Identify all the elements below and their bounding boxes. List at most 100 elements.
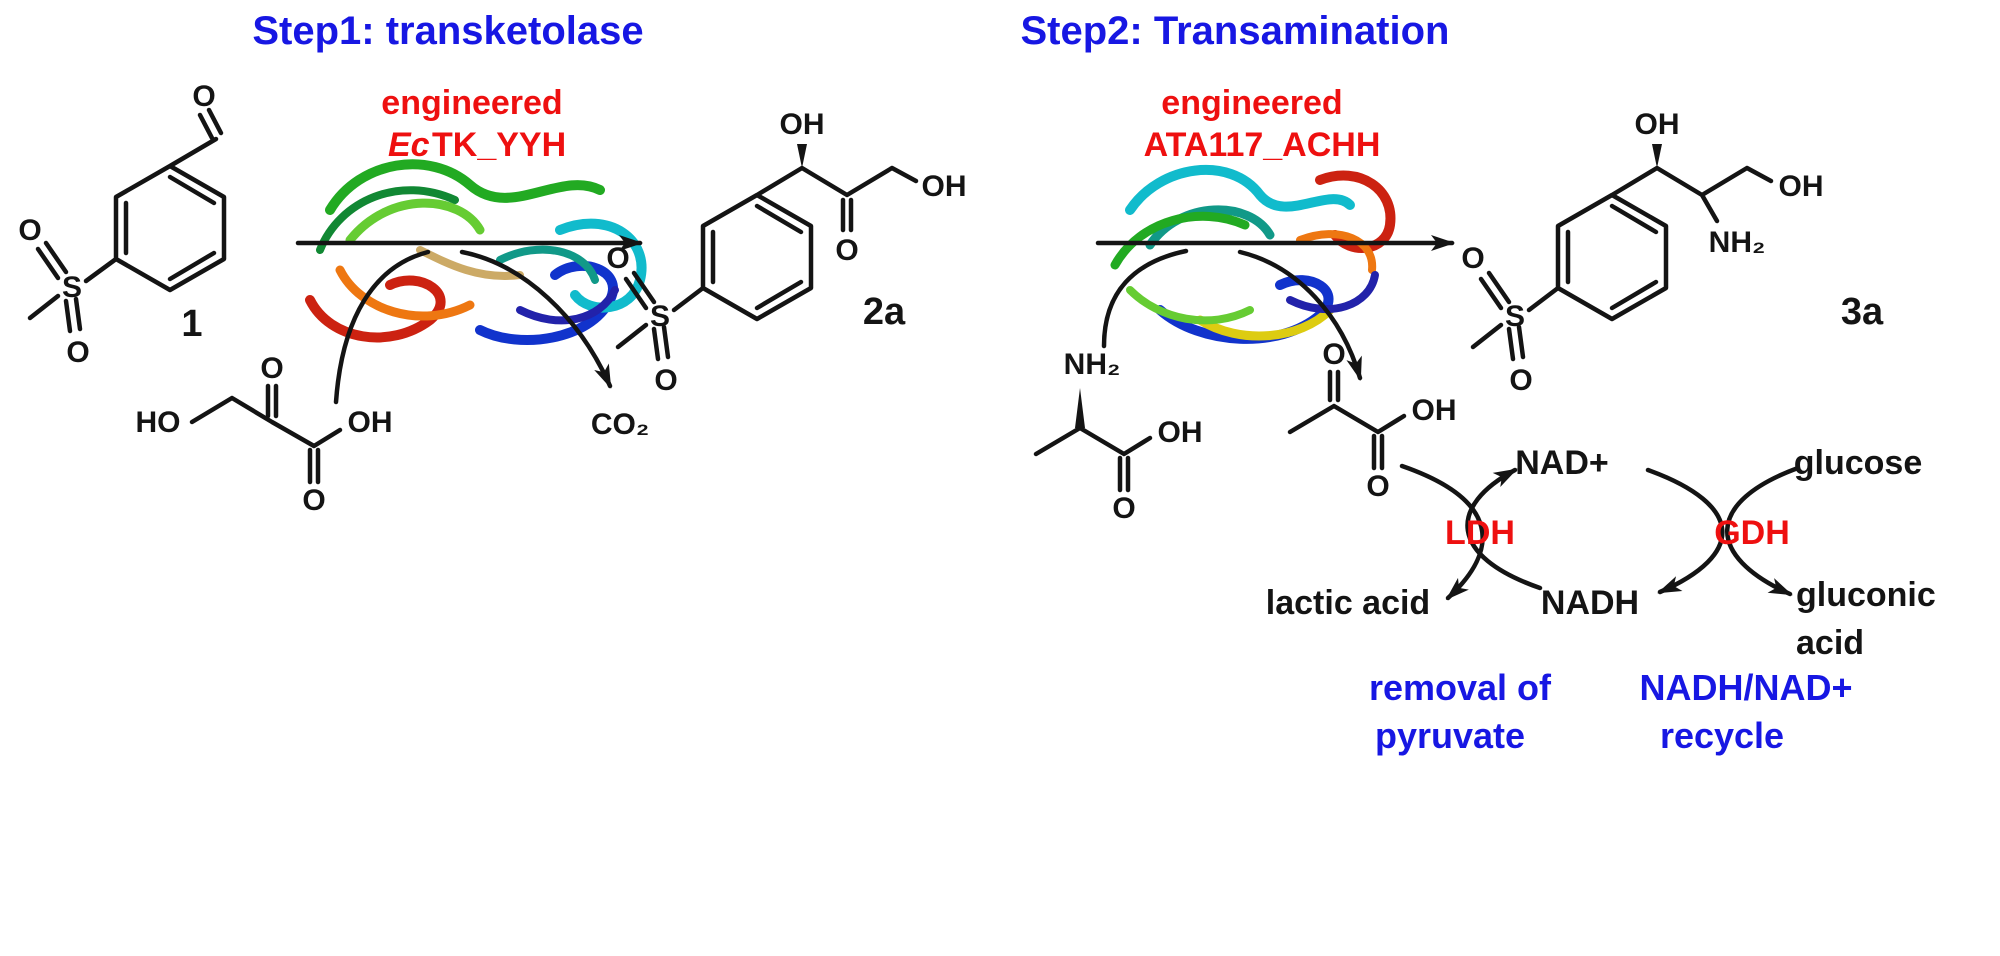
enzyme1-name: TK_YYH [432,126,566,164]
step1-arrows: CO₂ [295,235,649,441]
sulfone-oxygen-label: O [1509,364,1532,397]
ribbon-strand [316,186,459,254]
ribbon-strand [1286,271,1379,313]
ketone-oxygen-label: O [1322,338,1345,371]
ketone-oxygen-label: O [835,234,858,267]
enzyme1-engineered-label: engineered [381,84,562,122]
acid-hydroxyl-label: OH [1158,416,1203,449]
sulfur-label: S [62,271,82,304]
ribbon-strand [1296,230,1377,274]
ribbon-strand [496,245,599,284]
ribbon-strand [345,198,485,245]
gluconic-acid-label-line2: acid [1796,624,1864,662]
compound-3a-double-bonds [1478,203,1659,362]
alanine-skeleton [1033,425,1153,457]
compound-3a-label: 3a [1841,291,1884,333]
compound-2a-structure: O S O OH O OH 2a [606,108,966,397]
compound-3a-structure: O S O OH NH₂ OH 3a [1461,108,1884,397]
hydroxypyruvate-double-bonds [265,383,321,485]
byproduct-out-arrow-1 [459,249,613,389]
pyruvate-structure: O OH O [1287,338,1457,503]
compound-2a-label: 2a [863,291,906,333]
gdh-enzyme-label: GDH [1714,514,1790,552]
wedge-bond [797,144,807,168]
byproduct-out-arrow-2 [1237,249,1363,381]
alanine-double-bonds [1117,455,1131,493]
cosubstrate-in-arrow-2 [1101,248,1189,349]
sulfur-label: S [1505,300,1525,333]
nad-plus-label: NAD+ [1515,444,1609,482]
gluconic-acid-label-line1: gluconic [1796,576,1936,614]
compound-3a-skeleton [1470,165,1774,350]
hydroxypyruvate-skeleton [189,395,343,449]
recycle-note-line2: recycle [1660,715,1784,756]
alanine-structure: NH₂ OH O [1033,348,1203,525]
ldh-enzyme-label: LDH [1445,514,1515,552]
wedge-bond [1652,144,1662,168]
ribbon-strand [335,265,475,321]
glucose-label: glucose [1794,444,1922,482]
enzyme-labels: engineered Ec TK_YYH engineered ATA117_A… [381,84,1380,164]
compound-2a-skeleton [615,165,919,350]
hydroxyl-label: OH [780,108,825,141]
hydroxyl-label: OH [1779,170,1824,203]
step1-heading: Step1: transketolase [252,9,643,53]
compound-1-label: 1 [181,303,202,345]
co2-label: CO₂ [591,408,649,441]
pyruvate-double-bonds [1327,369,1385,471]
acid-hydroxyl-label: OH [1412,394,1457,427]
sulfone-oxygen-label: O [18,214,41,247]
lactic-acid-label: lactic acid [1266,584,1430,622]
hydroxyl-label: OH [922,170,967,203]
sulfur-label: S [650,300,670,333]
sulfone-oxygen-label: O [1461,242,1484,275]
nadh-label: NADH [1541,584,1639,622]
removal-note-line1: removal of [1369,667,1552,708]
nadh-to-nad-arrow [1465,467,1543,591]
compound-1-skeleton [27,136,227,321]
hydroxypyruvate-structure: HO O OH O [136,352,393,517]
amine-label: NH₂ [1064,348,1121,381]
ribbon-strand [1110,211,1250,270]
enzyme1-name-italic: Ec [388,126,430,164]
compound-1-structure: O O S O 1 [18,80,227,369]
ribbon-strand [516,286,619,325]
wedge-bond [1075,388,1085,428]
amine-label: NH₂ [1709,226,1766,259]
acid-oxygen-label: O [302,484,325,517]
ribbon-strand [325,159,605,215]
pyruvate-skeleton [1287,403,1407,435]
acid-hydroxyl-label: OH [348,406,393,439]
ketone-oxygen-label: O [260,352,283,385]
hydroxyl-label: OH [1635,108,1680,141]
hydroxyl-label: HO [136,406,181,439]
acid-oxygen-label: O [1112,492,1135,525]
removal-note-line2: pyruvate [1375,715,1525,756]
protein-ribbon-structure-1 [305,159,647,345]
sulfone-oxygen-label: O [606,242,629,275]
ribbon-strand [1126,286,1254,325]
ribbon-strand [1195,305,1335,341]
enzyme2-name: ATA117_ACHH [1144,126,1381,164]
aldehyde-oxygen-label: O [192,80,215,113]
acid-oxygen-label: O [1366,470,1389,503]
ribbon-strand [1315,170,1396,253]
cosubstrate-in-arrow-1 [333,249,431,405]
protein-ribbon-structure-2 [1110,164,1396,344]
glucose-to-gluconic-arrow [1725,465,1801,597]
headings: Step1: transketolase Step2: Transaminati… [252,9,1449,53]
pyruvate-to-lactic-arrow [1399,463,1485,601]
step2-heading: Step2: Transamination [1021,9,1450,53]
recycle-note-line1: NADH/NAD+ [1639,667,1852,708]
step2-arrows [1095,235,1455,381]
footnotes: removal of pyruvate NADH/NAD+ recycle [1369,667,1853,756]
nad-to-nadh-arrow [1645,467,1725,595]
ribbon-strand [1125,164,1355,215]
sulfone-oxygen-label: O [66,336,89,369]
ribbon-strand [416,246,524,280]
compound-2a-double-bonds [623,197,854,362]
ribbon-strand [1145,205,1275,250]
cofactor-recycle-cycle: NAD+ glucose LDH GDH lactic acid NADH gl… [1266,444,1936,662]
